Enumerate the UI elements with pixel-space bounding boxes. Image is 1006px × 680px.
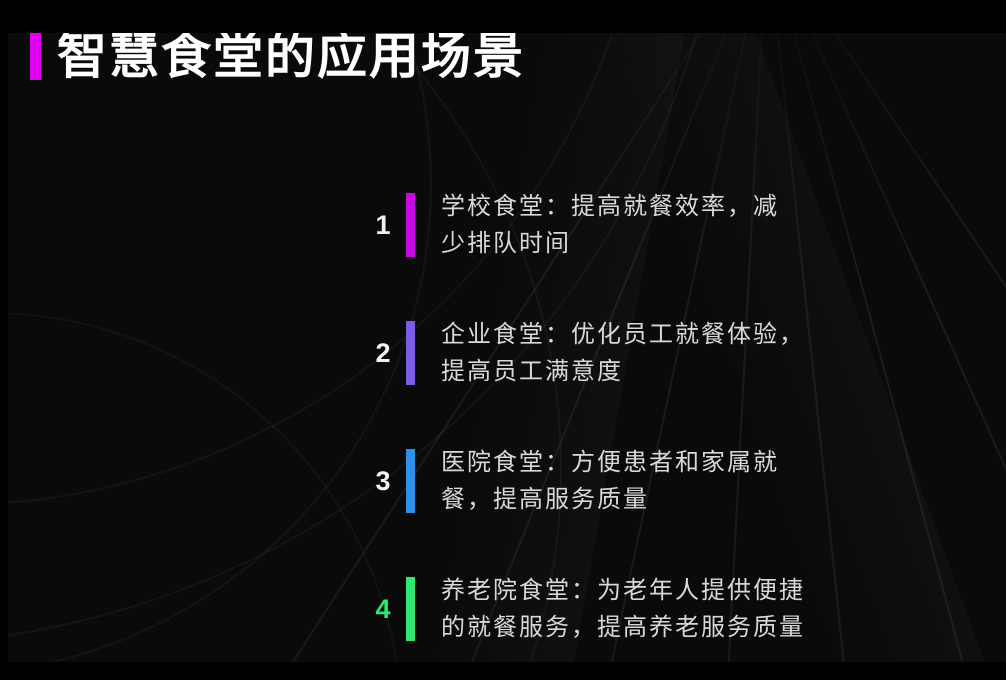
scenario-list: 1 学校食堂：提高就餐效率，减少排队时间 2 企业食堂：优化员工就餐体验， 提高员… [366,188,833,646]
scenario-text-line: 学校食堂：提高就餐效率，减 [441,193,779,220]
slide-title-block: 智慧食堂的应用场景 [30,26,525,86]
scenario-text: 医院食堂：方便患者和家属就餐，提高服务质量 [441,444,833,518]
scenario-item: 2 企业食堂：优化员工就餐体验， 提高员工满意度 [366,316,833,390]
page-title: 智慧食堂的应用场景 [57,28,525,84]
scenario-text-line: 少排队时间 [441,230,571,257]
scenario-text-line: 的就餐服务，提高养老服务质量 [441,614,805,641]
background-arc [8,312,402,662]
scenario-item: 1 学校食堂：提高就餐效率，减少排队时间 [366,188,833,262]
title-accent-bar [30,32,41,80]
scenario-accent-bar [406,577,415,641]
scenario-text-line: 养老院食堂：为老年人提供便捷 [441,577,805,604]
scenario-text: 企业食堂：优化员工就餐体验， 提高员工满意度 [441,316,833,390]
scenario-text: 学校食堂：提高就餐效率，减少排队时间 [441,188,833,262]
scenario-accent-bar [406,193,415,257]
scenario-accent-bar [406,321,415,385]
letterbox-top [0,0,1006,33]
scenario-text-line: 医院食堂：方便患者和家属就 [441,449,779,476]
letterbox-bottom [0,662,1006,680]
scenario-text-line: 企业食堂：优化员工就餐体验， [441,321,805,348]
scenario-number: 4 [375,593,391,624]
scenario-number: 2 [375,337,391,368]
scenario-text-line: 提高员工满意度 [441,358,623,385]
scenario-text-line: 餐，提高服务质量 [441,486,649,513]
slide-canvas: 1 学校食堂：提高就餐效率，减少排队时间 2 企业食堂：优化员工就餐体验， 提高员… [8,22,1006,662]
scenario-text: 养老院食堂：为老年人提供便捷的就餐服务，提高养老服务质量 [441,572,833,646]
scenario-item: 3 医院食堂：方便患者和家属就餐，提高服务质量 [366,444,833,518]
scenario-number: 1 [375,209,391,240]
scenario-item: 4 养老院食堂：为老年人提供便捷的就餐服务，提高养老服务质量 [366,572,833,646]
letterbox-left [0,0,8,680]
scenario-number: 3 [375,465,391,496]
scenario-accent-bar [406,449,415,513]
